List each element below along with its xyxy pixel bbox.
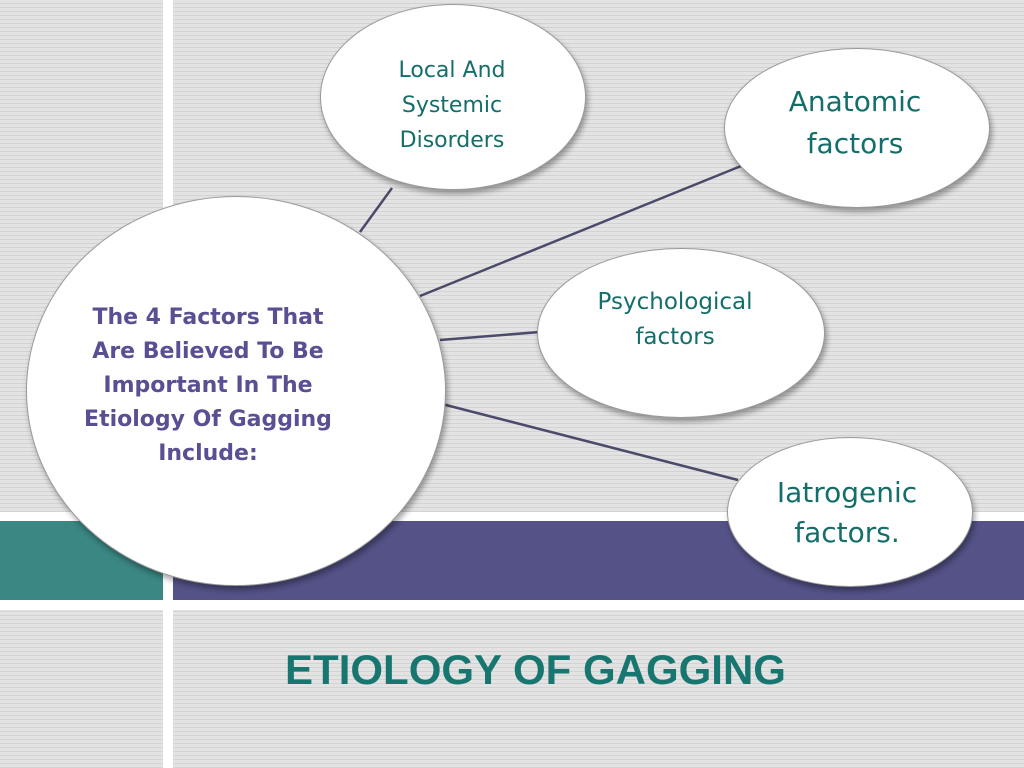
horizontal-divider-top — [0, 512, 1024, 521]
horizontal-divider-bottom — [0, 600, 1024, 610]
connector-local — [358, 187, 394, 233]
node-anatomic-label: Anatomic factors — [788, 85, 922, 160]
node-anatomic-factors: Anatomic factors — [724, 48, 990, 208]
connector-iatrogenic — [441, 402, 739, 482]
center-node-label: The 4 Factors That Are Believed To Be Im… — [84, 305, 332, 466]
node-psychological-factors: Psychological factors — [537, 248, 825, 418]
node-local-label: Local And Systemic Disorders — [398, 58, 506, 153]
center-node: The 4 Factors That Are Believed To Be Im… — [26, 196, 446, 586]
node-local-systemic-disorders: Local And Systemic Disorders — [320, 4, 586, 190]
node-iatrogenic-label: Iatrogenic factors. — [776, 476, 918, 549]
slide-title: ETIOLOGY OF GAGGING — [285, 646, 786, 693]
connector-anatomic — [419, 162, 747, 298]
node-iatrogenic-factors: Iatrogenic factors. — [727, 437, 973, 587]
node-psychological-label: Psychological factors — [597, 289, 753, 350]
connector-psychological — [439, 330, 541, 342]
